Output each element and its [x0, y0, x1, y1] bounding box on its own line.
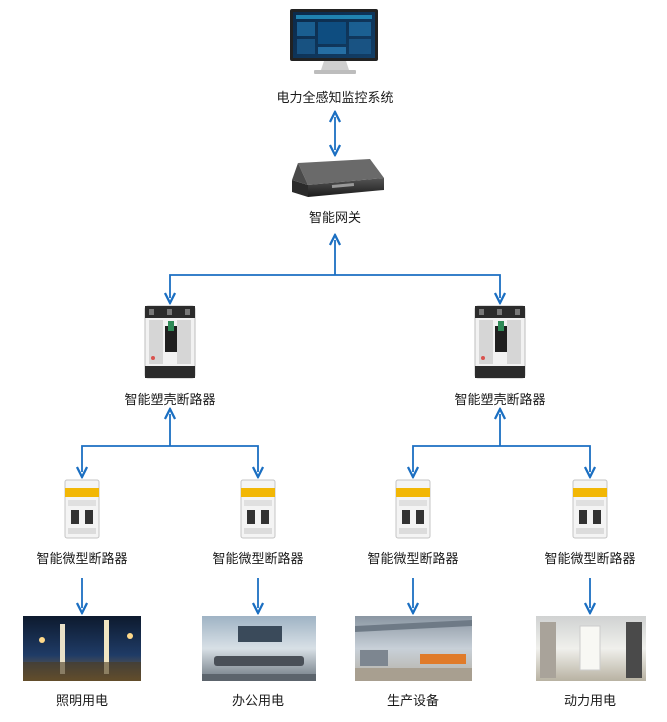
load-1-label: 照明用电: [55, 694, 109, 709]
gateway-device-icon: [292, 159, 384, 197]
bus-mccb-right-mcb: [413, 445, 590, 472]
load-2-label: 办公用电: [231, 694, 285, 709]
mcb-3-label: 智能微型断路器: [367, 552, 459, 567]
connectors: [82, 117, 590, 608]
lighting-photo: [23, 616, 141, 681]
load-3-label: 生产设备: [386, 694, 440, 709]
mcb-1-label: 智能微型断路器: [36, 552, 128, 567]
mcb-2-label: 智能微型断路器: [212, 552, 304, 567]
mcb-4-icon: [572, 479, 608, 539]
mccb-left-label: 智能塑壳断路器: [124, 393, 216, 408]
mcb-4-label: 智能微型断路器: [544, 552, 636, 567]
bus-gateway-mccb: [170, 274, 500, 298]
mcb-3-icon: [395, 479, 431, 539]
factory-photo: [355, 616, 472, 681]
system-label: 电力全感知监控系统: [276, 91, 394, 106]
office-photo: [202, 616, 316, 681]
mccb-right-icon: [474, 305, 526, 379]
power-room-photo: [536, 616, 646, 681]
monitor-icon: [290, 9, 378, 74]
bus-mccb-left-mcb: [82, 445, 258, 472]
mccb-left-icon: [144, 305, 196, 379]
mcb-1-icon: [64, 479, 100, 539]
load-4-label: 动力用电: [563, 694, 617, 709]
mcb-2-icon: [240, 479, 276, 539]
mccb-right-label: 智能塑壳断路器: [454, 393, 546, 408]
gateway-label: 智能网关: [308, 211, 362, 226]
